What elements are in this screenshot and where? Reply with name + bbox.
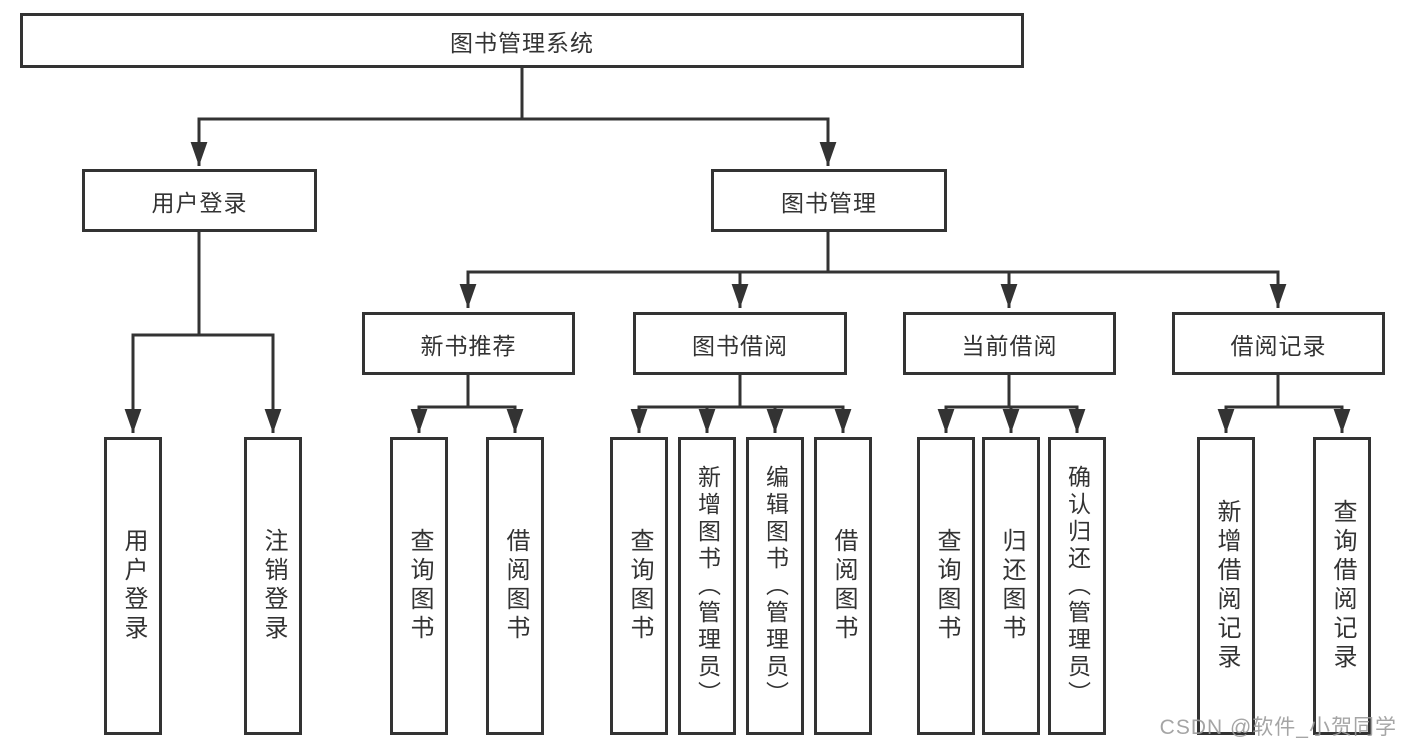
node-current-borrowing-label: 当前借阅 [961, 332, 1058, 359]
node-user-login-label: 用户登录 [151, 189, 248, 216]
node-root-label: 图书管理系统 [450, 29, 594, 56]
node-book-management: 图书管理 [711, 169, 947, 232]
node-borrowing-records-label: 借阅记录 [1230, 332, 1327, 359]
node-new-book-recommend: 新书推荐 [362, 312, 575, 375]
node-current-borrowing: 当前借阅 [903, 312, 1116, 375]
node-book-management-label: 图书管理 [781, 189, 877, 216]
leaf-borrow-books-recommend: 借阅图书 [486, 437, 544, 735]
leaf-add-books-admin: 新增图书（管理员） [678, 437, 736, 735]
leaf-borrow-books-borrowing: 借阅图书 [814, 437, 872, 735]
leaf-query-books-borrowing: 查询图书 [610, 437, 668, 735]
leaf-query-books-current: 查询图书 [917, 437, 975, 735]
leaf-query-borrow-record: 查询借阅记录 [1313, 437, 1371, 735]
leaf-edit-books-admin: 编辑图书（管理员） [746, 437, 804, 735]
leaf-query-books-recommend: 查询图书 [390, 437, 448, 735]
leaf-confirm-return-admin: 确认归还（管理员） [1048, 437, 1106, 735]
leaf-return-books: 归还图书 [982, 437, 1040, 735]
csdn-watermark: CSDN @软件_小贺同学 [1159, 716, 1397, 739]
node-user-login: 用户登录 [82, 169, 317, 232]
node-root-library-system: 图书管理系统 [20, 13, 1024, 68]
node-book-borrowing: 图书借阅 [633, 312, 847, 375]
node-book-borrowing-label: 图书借阅 [692, 332, 788, 359]
leaf-add-borrow-record: 新增借阅记录 [1197, 437, 1255, 735]
node-new-book-recommend-label: 新书推荐 [420, 332, 517, 359]
leaf-user-login: 用户登录 [104, 437, 162, 735]
node-borrowing-records: 借阅记录 [1172, 312, 1385, 375]
leaf-logout: 注销登录 [244, 437, 302, 735]
